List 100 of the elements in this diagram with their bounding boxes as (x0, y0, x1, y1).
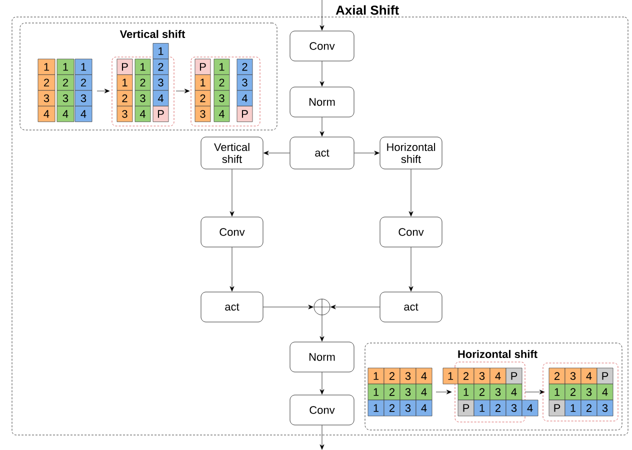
grid-cell: 2 (214, 74, 230, 91)
grid-cell: 4 (506, 384, 522, 400)
arrow (320, 372, 324, 394)
grid-cell: 3 (74, 90, 92, 106)
grid-cell: P (548, 400, 566, 416)
grid-cell: 1 (134, 58, 151, 75)
grid-cell: 1 (368, 400, 384, 416)
grid-cell: 3 (400, 368, 416, 384)
grid-cell: 2 (56, 74, 74, 91)
grid-cell: P (152, 106, 169, 122)
grid-cell: 4 (214, 106, 230, 122)
grid-cell: 2 (490, 400, 506, 416)
grid-cell: 2 (152, 58, 169, 75)
grid-cell: 1 (38, 58, 56, 75)
grid-cell: 3 (474, 368, 490, 384)
grid-cell: P (236, 106, 253, 122)
grid-cell: 4 (580, 368, 598, 384)
grid-cell: 3 (56, 90, 74, 106)
grid-cell: 4 (152, 90, 169, 106)
grid-cell: 1 (548, 384, 566, 400)
process-box: Norm (290, 342, 354, 372)
grid-cell: 3 (596, 400, 614, 416)
grid-cell: 3 (236, 74, 253, 91)
arrow (320, 117, 324, 136)
grid-cell: P (194, 58, 211, 75)
process-box: act (200, 292, 264, 322)
arrow (408, 247, 414, 292)
arrow (320, 0, 324, 30)
arrow (320, 61, 324, 86)
grid-cell: 2 (236, 58, 253, 75)
arrow (230, 169, 234, 216)
grid-cell: 2 (474, 384, 490, 400)
grid-cell: 4 (416, 368, 432, 384)
arrow (263, 304, 314, 310)
grid-cell: 2 (74, 74, 92, 91)
process-box: Conv (290, 30, 354, 62)
grid-cell: 2 (384, 400, 400, 416)
panel-title: Vertical shift (120, 30, 186, 38)
grid-cell: 2 (580, 400, 598, 416)
grid-cell: P (458, 400, 474, 416)
grid-cell: 3 (490, 384, 506, 400)
grid-cell: 4 (522, 400, 538, 416)
grid-cell: 1 (442, 368, 458, 384)
arrow (330, 304, 380, 310)
grid-cell: 1 (116, 74, 133, 91)
process-box: act (380, 292, 442, 322)
grid-cell: 4 (596, 384, 614, 400)
grid-cell: 3 (152, 74, 169, 91)
process-box: Vertical shift (200, 136, 264, 170)
grid-cell: 3 (116, 106, 133, 122)
grid-cell: 2 (458, 368, 474, 384)
sum-circle (314, 298, 330, 316)
grid-cell: 1 (474, 400, 490, 416)
grid-cell: 1 (56, 58, 74, 75)
grid-cell: 2 (194, 90, 211, 106)
arrow (230, 247, 234, 292)
arrow (354, 150, 380, 156)
grid-cell: P (116, 58, 133, 75)
grid-cell: 1 (368, 368, 384, 384)
arrow (320, 315, 324, 342)
arrow (408, 169, 414, 216)
grid-cell: 3 (214, 90, 230, 106)
grid-cell: 4 (416, 400, 432, 416)
grid-cell: 2 (548, 368, 566, 384)
grid-cell: 1 (194, 74, 211, 91)
grid-cell: 3 (194, 106, 211, 122)
grid-cell: 3 (38, 90, 56, 106)
grid-cell: 3 (134, 90, 151, 106)
grid-cell: P (596, 368, 614, 384)
grid-cell: 4 (134, 106, 151, 122)
grid-cell: 3 (400, 384, 416, 400)
grid-cell: 2 (116, 90, 133, 106)
grid-cell: 2 (384, 368, 400, 384)
grid-cell: 1 (564, 400, 582, 416)
process-box: Norm (290, 86, 354, 118)
grid-cell: 2 (38, 74, 56, 91)
grid-cell: 4 (416, 384, 432, 400)
grid-cell: 4 (490, 368, 506, 384)
process-box: Conv (290, 394, 354, 426)
grid-cell: 1 (458, 384, 474, 400)
grid-cell: 2 (564, 384, 582, 400)
arrow (320, 425, 324, 450)
grid-cell: 1 (152, 43, 169, 60)
process-box: Conv (200, 216, 264, 248)
grid-cell: P (506, 368, 522, 384)
process-box: Horizontal shift (380, 136, 442, 170)
grid-cell: 3 (580, 384, 598, 400)
grid-cell: 3 (400, 400, 416, 416)
panel-title: Horizontal shift (458, 350, 538, 358)
grid-cell: 4 (236, 90, 253, 106)
grid-cell: 1 (368, 384, 384, 400)
grid-cell: 1 (74, 58, 92, 75)
arrow (264, 150, 290, 156)
grid-cell: 1 (214, 58, 230, 75)
grid-cell: 4 (38, 106, 56, 122)
process-box: act (290, 136, 354, 170)
grid-cell: 2 (134, 74, 151, 91)
title: Axial Shift (336, 5, 399, 15)
grid-cell: 3 (506, 400, 522, 416)
grid-cell: 4 (56, 106, 74, 122)
